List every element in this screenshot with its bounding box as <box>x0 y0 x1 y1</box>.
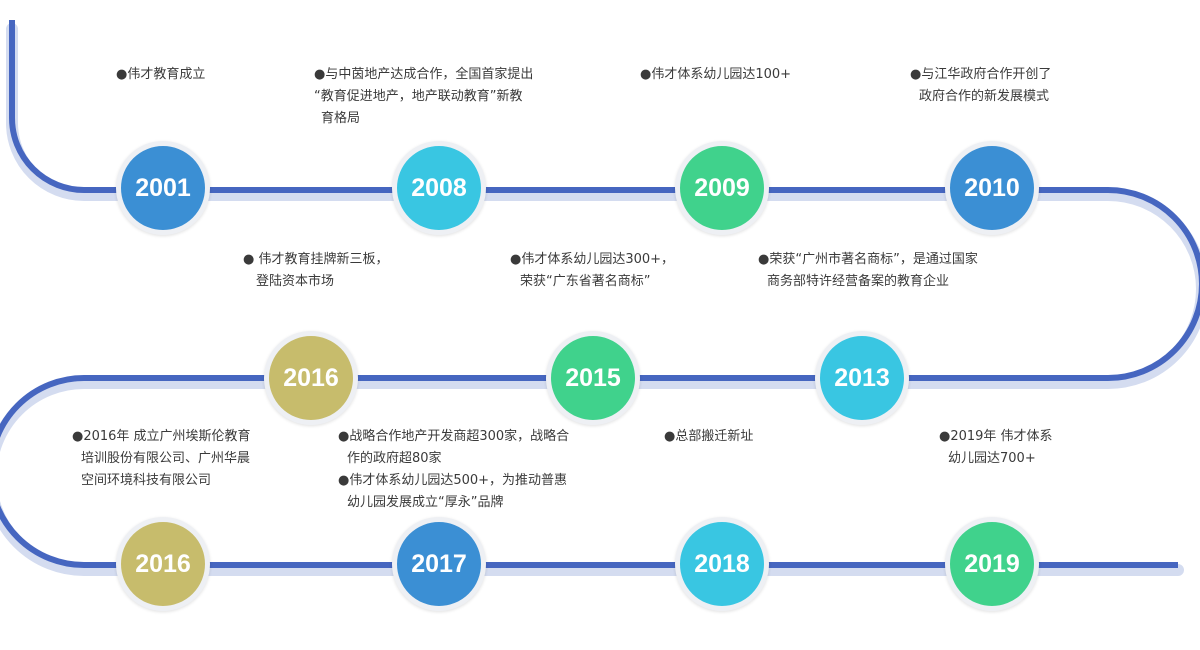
note-line: ●与中茵地产达成合作，全国首家提出 <box>314 67 534 82</box>
milestone-year: 2015 <box>565 363 621 392</box>
milestone-node-2017: 2017 <box>392 517 486 611</box>
milestone-node-2018: 2018 <box>675 517 769 611</box>
milestone-year: 2013 <box>834 363 890 392</box>
milestone-year: 2018 <box>694 549 750 578</box>
milestone-year: 2017 <box>411 549 467 578</box>
milestone-year: 2016 <box>283 363 339 392</box>
milestone-note-2008: ●与中茵地产达成合作，全国首家提出 “教育促进地产，地产联动教育”新教 育格局 <box>314 64 533 130</box>
note-line: ●伟才体系幼儿园达300+， <box>510 252 675 267</box>
milestone-node-2001: 2001 <box>116 141 210 235</box>
note-line: 育格局 <box>321 111 361 126</box>
note-line: ● 伟才教育挂牌新三板， <box>243 252 389 267</box>
timeline-track-line <box>0 20 1200 568</box>
milestone-note-2019: ●2019年 伟才体系 幼儿园达700+ <box>939 426 1053 470</box>
note-line: “教育促进地产，地产联动教育”新教 <box>314 89 523 104</box>
milestone-year: 2008 <box>411 173 467 202</box>
note-line: 空间环境科技有限公司 <box>81 473 212 488</box>
note-line: ●2016年 成立广州埃斯伦教育 <box>72 429 251 444</box>
milestone-year: 2016 <box>135 549 191 578</box>
milestone-note-2013: ●荣获“广州市著名商标”，是通过国家 商务部特许经营备案的教育企业 <box>758 249 978 293</box>
note-line: ●战略合作地产开发商超300家，战略合 <box>338 429 570 444</box>
milestone-year: 2001 <box>135 173 191 202</box>
note-line: ●2019年 伟才体系 <box>939 429 1053 444</box>
note-line: ●伟才体系幼儿园达500+，为推动普惠 <box>338 473 568 488</box>
milestone-note-2017: ●战略合作地产开发商超300家，战略合 作的政府超80家 ●伟才体系幼儿园达50… <box>338 426 569 514</box>
milestone-node-2016-lower: 2016 <box>116 517 210 611</box>
milestone-node-2013: 2013 <box>815 331 909 425</box>
milestone-year: 2009 <box>694 173 750 202</box>
note-line: 登陆资本市场 <box>256 274 335 289</box>
note-line: 作的政府超80家 <box>347 451 442 466</box>
milestone-year: 2019 <box>964 549 1020 578</box>
milestone-node-2009: 2009 <box>675 141 769 235</box>
note-line: ●与江华政府合作开创了 <box>910 67 1052 82</box>
note-line: 政府合作的新发展模式 <box>919 89 1050 104</box>
note-line: 培训股份有限公司、广州华晨 <box>81 451 251 466</box>
note-line: 幼儿园达700+ <box>948 451 1036 466</box>
milestone-note-2018: ●总部搬迁新址 <box>664 426 753 448</box>
milestone-node-2010: 2010 <box>945 141 1039 235</box>
note-line: ●伟才教育成立 <box>116 67 206 82</box>
milestone-node-2015: 2015 <box>546 331 640 425</box>
note-line: ●总部搬迁新址 <box>664 429 754 444</box>
milestone-note-2009: ●伟才体系幼儿园达100+ <box>640 64 791 86</box>
milestone-note-2016-upper: ● 伟才教育挂牌新三板， 登陆资本市场 <box>243 249 388 293</box>
note-line: ●伟才体系幼儿园达100+ <box>640 67 792 82</box>
note-line: 商务部特许经营备案的教育企业 <box>767 274 950 289</box>
milestone-node-2008: 2008 <box>392 141 486 235</box>
note-line: 荣获“广东省著名商标” <box>520 274 651 289</box>
milestone-year: 2010 <box>964 173 1020 202</box>
milestone-note-2015: ●伟才体系幼儿园达300+， 荣获“广东省著名商标” <box>510 249 674 293</box>
note-line: ●荣获“广州市著名商标”，是通过国家 <box>758 252 978 267</box>
timeline-track-glow <box>0 23 1200 576</box>
milestone-node-2016-upper: 2016 <box>264 331 358 425</box>
milestone-note-2016-lower: ●2016年 成立广州埃斯伦教育 培训股份有限公司、广州华晨 空间环境科技有限公… <box>72 426 251 492</box>
milestone-note-2010: ●与江华政府合作开创了 政府合作的新发展模式 <box>910 64 1051 108</box>
milestone-node-2019: 2019 <box>945 517 1039 611</box>
note-line: 幼儿园发展成立“厚永”品牌 <box>347 495 504 510</box>
milestone-note-2001: ●伟才教育成立 <box>116 64 205 86</box>
